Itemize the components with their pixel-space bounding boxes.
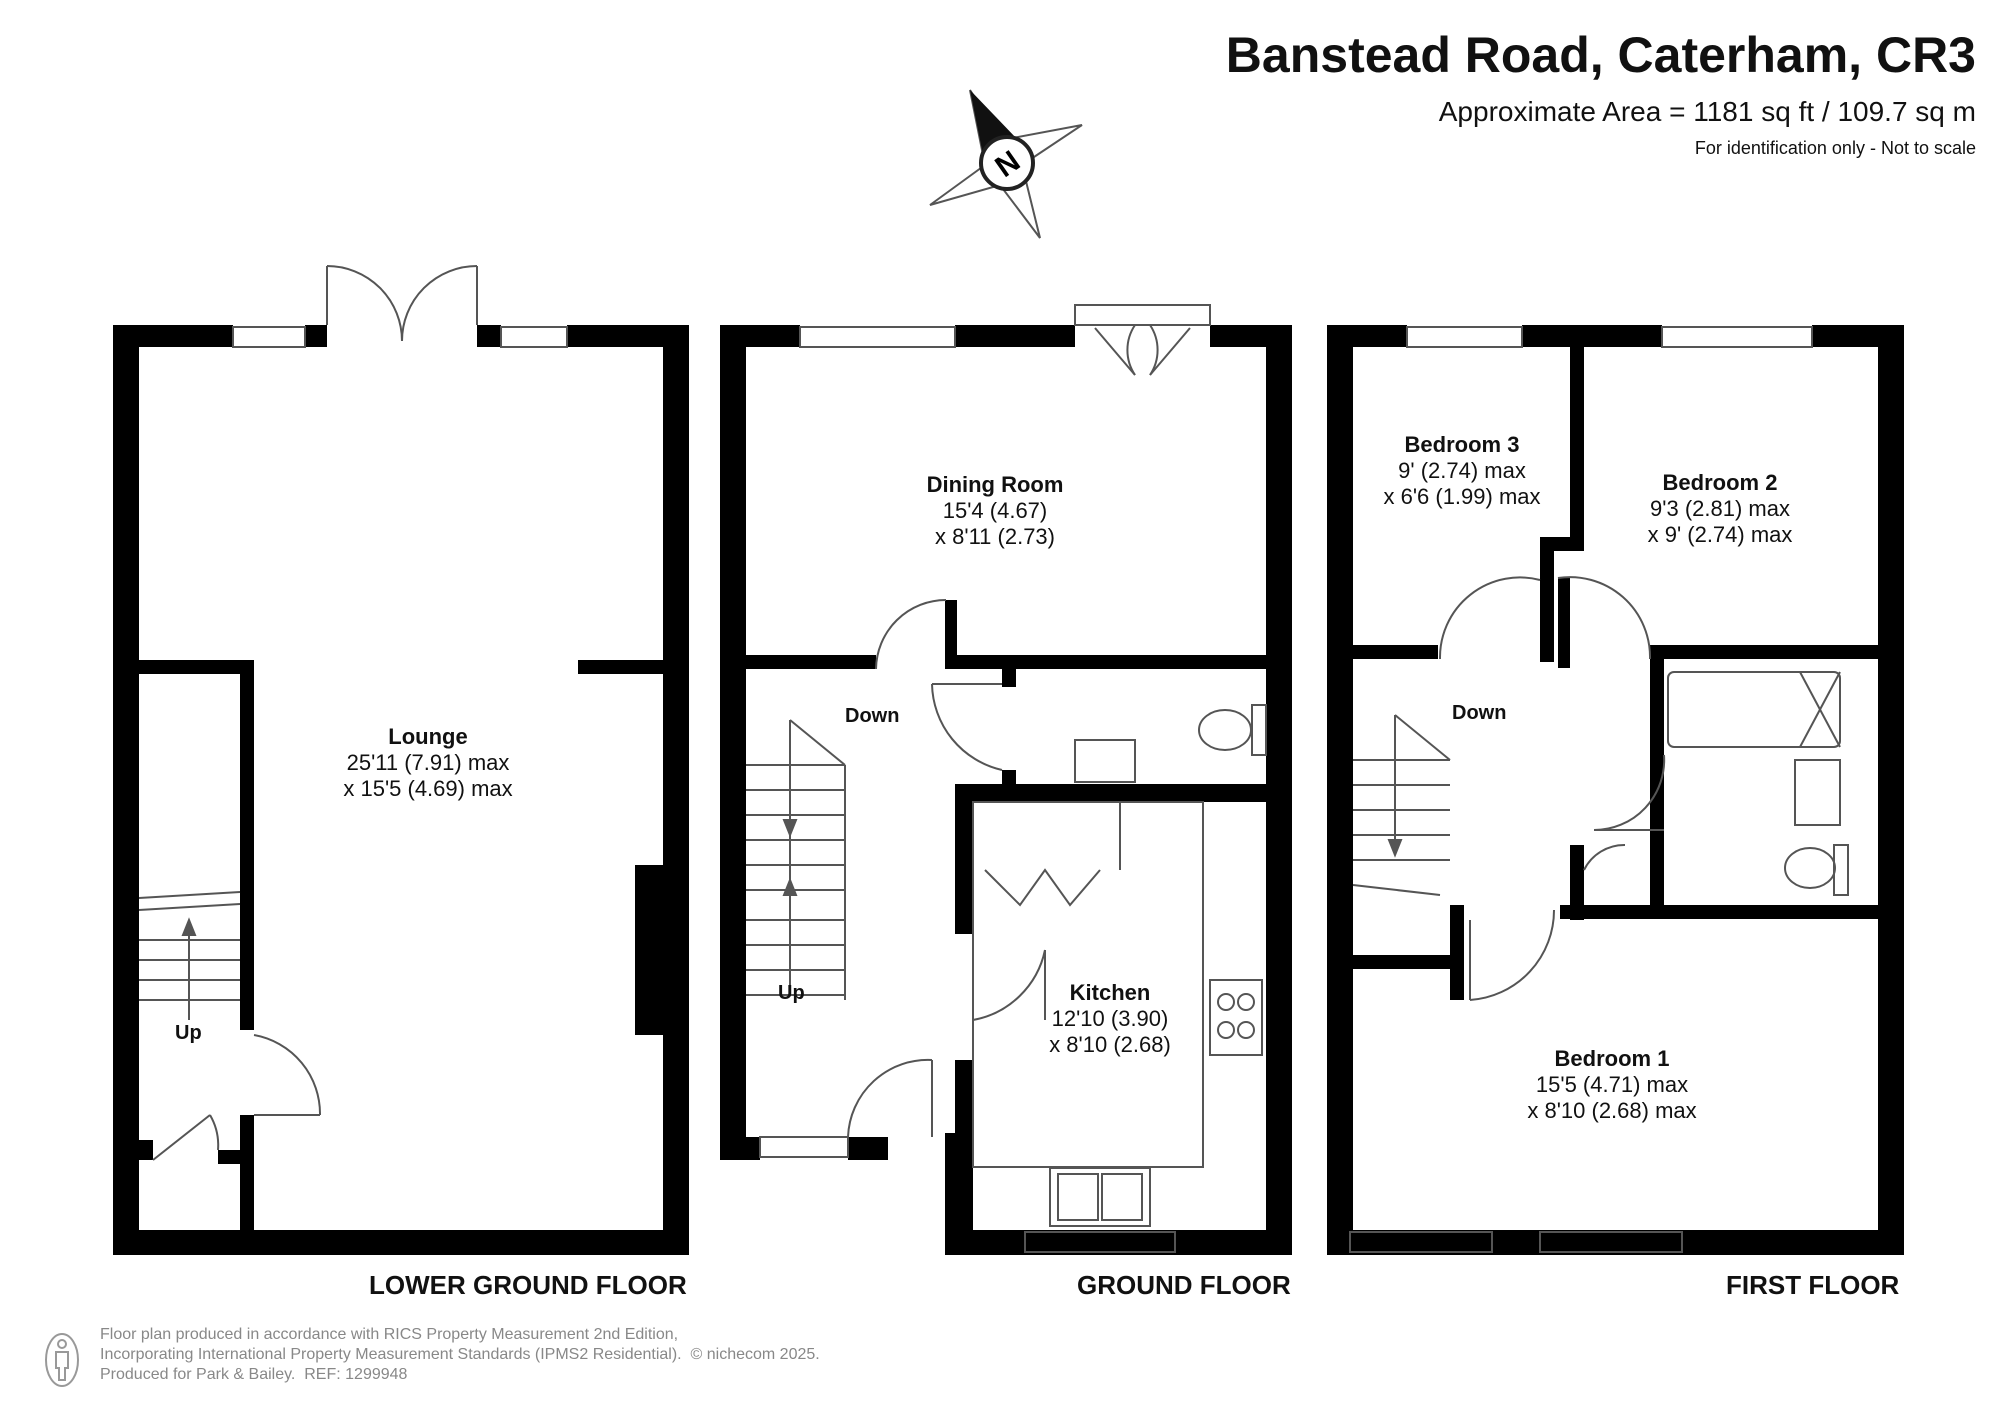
copyright: © nichecom 2025. [690,1346,820,1363]
floor-label-first: FIRST FLOOR [1726,1270,1900,1300]
room-bedroom-1: Bedroom 1 15'5 (4.71) max x 8'10 (2.68) … [1527,1046,1696,1124]
floor-label-ground: GROUND FLOOR [1077,1270,1291,1300]
lower-ground-fixtures [138,265,568,1161]
room-name: Bedroom 2 [1662,470,1778,495]
floor-label-lower-ground: LOWER GROUND FLOOR [369,1270,687,1300]
room-dimension: 12'10 (3.90) [1051,1006,1169,1031]
footer-text: Produced for Park & Bailey. [100,1366,296,1383]
reference: REF: 1299948 [304,1366,408,1383]
room-name: Kitchen [1069,980,1151,1005]
first-floor-fixtures [1349,326,1849,1253]
room-name: Lounge [388,724,468,749]
room-bedroom-3: Bedroom 3 9' (2.74) max x 6'6 (1.99) max [1383,432,1540,510]
footer-notes: Floor plan produced in accordance with R… [100,1325,820,1385]
compass-icon [929,89,1083,239]
identification-note: For identification only - Not to scale [1694,138,1976,158]
ground-floor-fixtures [746,304,1267,1253]
room-dimension: x 15'5 (4.69) max [343,776,513,801]
stairs-down-label: Down [1452,702,1507,724]
room-dimension: 9' (2.74) max [1398,458,1526,483]
stairs-up-label: Up [778,982,805,1004]
room-dimension: 15'5 (4.71) max [1535,1072,1689,1097]
room-name: Bedroom 3 [1404,432,1520,457]
footer-text: Incorporating International Property Mea… [100,1346,682,1363]
room-lounge: Lounge 25'11 (7.91) max x 15'5 (4.69) ma… [343,724,512,802]
person-scale-icon [45,1333,79,1387]
room-dimension: x 8'10 (2.68) max [1527,1098,1697,1123]
footer-line: Incorporating International Property Mea… [100,1345,820,1365]
lower-ground-floor-plan [113,325,689,1255]
footer-line: Floor plan produced in accordance with R… [100,1326,679,1343]
room-dining-room: Dining Room 15'4 (4.67) x 8'11 (2.73) [927,472,1064,550]
room-dimension: x 8'11 (2.73) [935,524,1055,549]
room-name: Dining Room [926,472,1064,497]
first-floor-plan [1327,325,1904,1255]
room-bedroom-2: Bedroom 2 9'3 (2.81) max x 9' (2.74) max [1648,470,1793,548]
stairs-down-label: Down [845,705,900,727]
footer-line: Produced for Park & Bailey. REF: 1299948 [100,1365,820,1385]
room-dimension: 15'4 (4.67) [942,498,1048,523]
stairs-up-label: Up [175,1022,202,1044]
ground-floor-plan [720,325,1292,1255]
room-kitchen: Kitchen 12'10 (3.90) x 8'10 (2.68) [1049,980,1171,1058]
room-dimension: 25'11 (7.91) max [346,750,510,775]
room-dimension: x 6'6 (1.99) max [1383,484,1541,509]
room-name: Bedroom 1 [1554,1046,1670,1071]
room-dimension: x 8'10 (2.68) [1049,1032,1171,1057]
room-dimension: 9'3 (2.81) max [1650,496,1790,521]
room-dimension: x 9' (2.74) max [1647,522,1793,547]
property-title: Banstead Road, Caterham, CR3 [1225,27,1976,83]
approximate-area: Approximate Area = 1181 sq ft / 109.7 sq… [1438,96,1976,127]
